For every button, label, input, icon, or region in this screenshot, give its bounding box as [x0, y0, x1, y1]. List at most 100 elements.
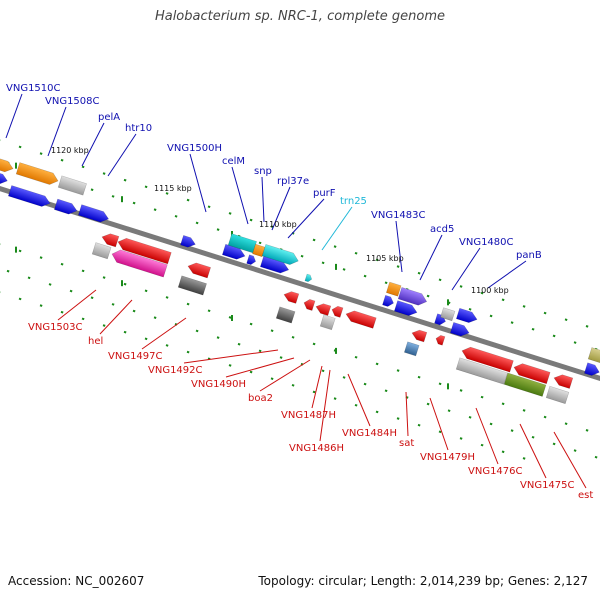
gene-feature[interactable]: [456, 307, 478, 325]
gene-label-rpl37e[interactable]: rpl37e: [277, 176, 309, 187]
gene-feature[interactable]: [545, 385, 570, 405]
gene-feature[interactable]: [382, 294, 395, 308]
gene-feature[interactable]: [512, 361, 551, 385]
gene-feature[interactable]: [275, 306, 296, 324]
gene-feature[interactable]: [344, 309, 377, 329]
gene-label-est[interactable]: est: [578, 490, 593, 501]
gene-label-VNG1479H[interactable]: VNG1479H: [420, 452, 475, 463]
label-connector-line: [319, 369, 331, 442]
label-connectors: [5, 93, 587, 489]
gene-feature[interactable]: [186, 261, 211, 279]
gene-label-VNG1503C[interactable]: VNG1503C: [28, 322, 83, 333]
tick-mark: [18, 297, 22, 301]
gene-feature[interactable]: [503, 372, 547, 397]
gene-feature[interactable]: [0, 171, 9, 186]
gene-feature[interactable]: [410, 328, 428, 343]
gene-feature[interactable]: [57, 175, 87, 196]
gene-feature[interactable]: [116, 236, 172, 265]
gene-label-panB[interactable]: panB: [516, 250, 542, 261]
gene-label-VNG1480C[interactable]: VNG1480C: [459, 237, 514, 248]
gene-feature[interactable]: [330, 305, 344, 318]
gene-label-trn25[interactable]: trn25: [340, 196, 367, 207]
gene-feature[interactable]: [110, 248, 168, 278]
gene-feature[interactable]: [455, 357, 508, 385]
genome-summary-text: Topology: circular; Length: 2,014,239 bp…: [258, 574, 588, 588]
gene-label-VNG1500H[interactable]: VNG1500H: [167, 143, 222, 154]
gene-feature[interactable]: [302, 298, 316, 311]
gene-feature[interactable]: [54, 198, 78, 216]
gene-label-pelA[interactable]: pelA: [98, 112, 120, 123]
gene-feature[interactable]: [394, 300, 418, 318]
tick-mark: [60, 158, 64, 162]
tick-mark: [186, 302, 190, 306]
label-connector-line: [311, 365, 323, 409]
gene-label-VNG1475C[interactable]: VNG1475C: [520, 480, 575, 491]
gene-feature[interactable]: [552, 373, 574, 389]
gene-feature[interactable]: [252, 243, 266, 258]
gene-label-VNG1490H[interactable]: VNG1490H: [191, 379, 246, 390]
tick-mark: [585, 325, 589, 328]
scale-label-1100kbp: 1100 kbp: [471, 286, 509, 295]
tick-mark: [438, 278, 442, 282]
tick-mark: [249, 218, 253, 222]
gene-feature[interactable]: [100, 232, 120, 248]
tick-mark: [363, 274, 367, 278]
gene-feature[interactable]: [440, 307, 456, 322]
gene-feature[interactable]: [91, 242, 112, 260]
label-connector-line: [419, 234, 443, 281]
gene-feature[interactable]: [450, 322, 470, 338]
gene-feature[interactable]: [8, 185, 51, 209]
gene-label-htr10[interactable]: htr10: [125, 123, 152, 134]
tick-mark: [468, 308, 472, 311]
gene-label-sat[interactable]: sat: [399, 438, 414, 449]
tick-mark: [102, 172, 106, 175]
tick-mark: [81, 165, 85, 169]
gene-label-snp[interactable]: snp: [254, 166, 272, 177]
gene-label-purF[interactable]: purF: [313, 188, 336, 199]
tick-mark: [153, 208, 157, 211]
gene-feature[interactable]: [261, 244, 300, 266]
gene-label-VNG1487H[interactable]: VNG1487H: [281, 410, 336, 421]
gene-label-VNG1486H[interactable]: VNG1486H: [289, 443, 344, 454]
gene-label-hel[interactable]: hel: [88, 336, 103, 347]
gene-feature[interactable]: [177, 275, 207, 296]
gene-feature[interactable]: [584, 362, 600, 378]
gene-label-VNG1476C[interactable]: VNG1476C: [468, 466, 523, 477]
tick-mark: [384, 281, 388, 285]
label-connector-line: [189, 153, 207, 213]
tick-mark: [279, 356, 283, 359]
gene-feature[interactable]: [78, 204, 110, 225]
tick-mark: [438, 430, 442, 434]
gene-feature[interactable]: [0, 157, 15, 174]
tick-mark: [468, 416, 472, 419]
gene-label-celM[interactable]: celM: [222, 156, 245, 167]
tick-mark: [195, 221, 199, 225]
gene-label-VNG1497C[interactable]: VNG1497C: [108, 351, 163, 362]
gene-label-VNG1510C[interactable]: VNG1510C: [6, 83, 61, 94]
tick-mark: [501, 402, 505, 406]
gene-feature[interactable]: [319, 314, 336, 331]
gene-feature[interactable]: [587, 347, 600, 364]
gene-label-acd5[interactable]: acd5: [430, 224, 454, 235]
gene-feature[interactable]: [460, 345, 514, 373]
gene-feature[interactable]: [314, 302, 332, 316]
gene-feature[interactable]: [435, 334, 446, 346]
gene-feature[interactable]: [304, 273, 313, 283]
gene-label-boa2[interactable]: boa2: [248, 393, 273, 404]
label-connector-line: [475, 407, 499, 465]
gene-feature[interactable]: [15, 162, 60, 187]
gene-label-VNG1492C[interactable]: VNG1492C: [148, 365, 203, 376]
gene-feature[interactable]: [404, 341, 420, 357]
gene-feature[interactable]: [246, 254, 257, 266]
tick-mark: [354, 403, 358, 407]
gene-feature[interactable]: [282, 290, 300, 304]
gene-label-VNG1484H[interactable]: VNG1484H: [342, 428, 397, 439]
gene-feature[interactable]: [397, 287, 428, 307]
tick-mark: [501, 450, 505, 454]
gene-label-VNG1483C[interactable]: VNG1483C: [371, 210, 426, 221]
gene-feature[interactable]: [386, 281, 402, 297]
label-connector-line: [5, 93, 23, 139]
gene-label-VNG1508C[interactable]: VNG1508C: [45, 96, 100, 107]
gene-feature[interactable]: [180, 235, 196, 249]
tick-mark: [174, 214, 178, 218]
